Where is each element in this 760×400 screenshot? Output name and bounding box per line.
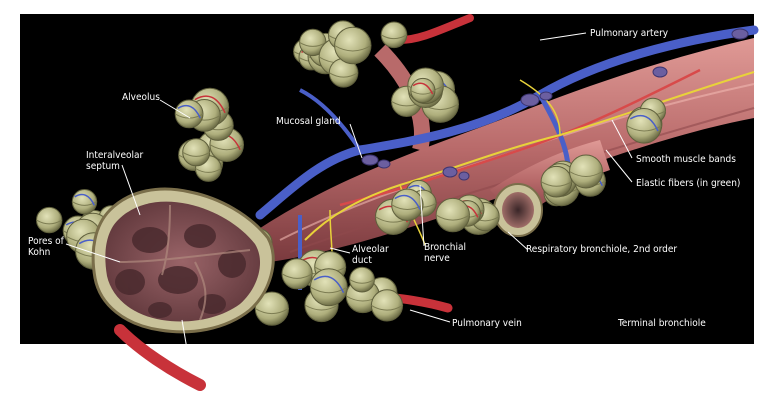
label-respiratory-bronchiole: Respiratory bronchiole, 2nd order — [526, 244, 678, 255]
alveolar-sac-section — [91, 187, 275, 334]
label-pulmonary-vein: Pulmonary vein — [452, 318, 522, 329]
label-interalveolar-septum: Interalveolar septum — [86, 150, 144, 172]
alveolus-seam — [410, 90, 436, 95]
label-alveolar-duct: Alveolar duct — [352, 244, 389, 266]
capillary — [177, 105, 201, 119]
label-bronchial-nerve: Bronchial nerve — [424, 242, 467, 264]
label-alveolar-sac: Alveolar sac — [190, 352, 245, 363]
label-smooth-muscle-bands: Smooth muscle bands — [636, 154, 736, 165]
capillary — [194, 95, 226, 114]
alveolus-seam — [254, 308, 289, 315]
alveolus-seam — [334, 45, 372, 52]
mucosal-glands — [361, 28, 749, 181]
alveolus-seam — [380, 34, 408, 40]
capillary — [74, 193, 95, 206]
label-elastic-fibers: Elastic fibers (in green) — [636, 178, 741, 189]
label-terminal-bronchiole: Terminal bronchiole — [618, 318, 706, 329]
capillary — [313, 275, 345, 294]
alveolus-seam — [195, 168, 222, 173]
alveolus-seam — [182, 151, 210, 157]
label-mucosal-gland: Mucosal gland — [276, 116, 341, 127]
alveolus-seam — [349, 279, 375, 284]
capillary — [412, 82, 434, 95]
label-alveolus: Alveolus — [122, 92, 160, 103]
alveolus-seam — [209, 144, 244, 151]
alveolus-seam — [329, 72, 359, 78]
alveolus-seam — [310, 286, 348, 294]
alveolus-seam — [174, 113, 204, 119]
capillary — [394, 194, 421, 210]
label-pulmonary-artery: Pulmonary artery — [590, 28, 669, 39]
alveolus-seam — [435, 214, 470, 221]
alveolus-seam — [540, 181, 573, 187]
alveolus-seam — [299, 41, 327, 47]
label-pores-of-kohn: Pores of Kohn — [28, 236, 64, 258]
alveolus-seam — [391, 204, 424, 210]
alveolus-seam — [36, 219, 63, 225]
capillary — [629, 114, 659, 132]
alveolus-seam — [569, 171, 603, 177]
alveolus-seam — [72, 201, 97, 206]
alveolus-seam — [304, 304, 339, 311]
alveolus-seam — [371, 304, 403, 311]
alveolus-seam — [626, 125, 662, 132]
alveolus-seam — [281, 273, 313, 279]
